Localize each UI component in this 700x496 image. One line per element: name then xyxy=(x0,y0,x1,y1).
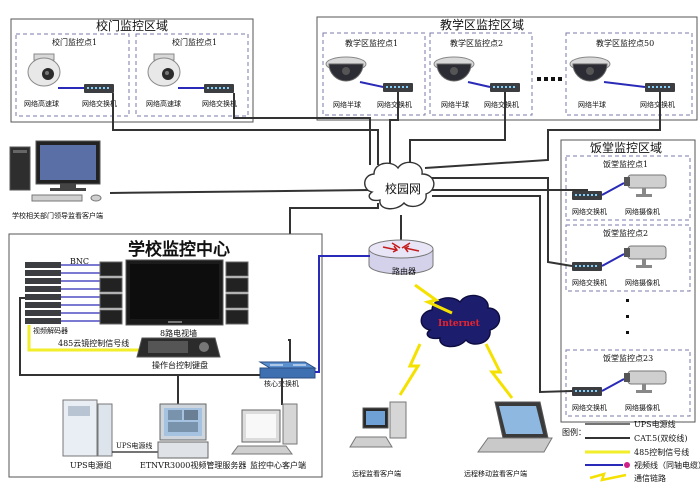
decoder-label: 视频解码器 xyxy=(33,326,68,335)
core-switch xyxy=(258,361,317,379)
mobile-client: 远程移动监看客户端 xyxy=(464,401,553,478)
teaching-region-title: 教学区监控区域 xyxy=(440,17,524,32)
legend-title: 图例： xyxy=(562,427,586,437)
cat5-decoder-link xyxy=(19,297,260,376)
legend-comm-label: 通信链路 xyxy=(634,473,666,483)
teaching-point-1-camera-label: 网络半球 xyxy=(333,100,361,109)
teaching-point-50-title: 教学区监控点50 xyxy=(596,38,654,48)
network-switch-icon xyxy=(84,84,114,93)
teaching-point-1-title: 教学区监控点1 xyxy=(345,38,398,48)
video-decoder-stack xyxy=(25,262,61,324)
campus-network-cloud: 校园网 xyxy=(364,161,435,210)
legend-video-label: 视频线（同轴电缆） xyxy=(634,460,700,470)
network-switch-icon xyxy=(572,191,602,200)
video-server xyxy=(157,403,209,459)
legend-ups-label: UPS电源线 xyxy=(634,419,676,429)
monitor-center-region: 学校监控中心 视频解码器 BNC xyxy=(8,233,370,478)
canteen-point-2-switch-label: 网络交换机 xyxy=(572,278,607,287)
legend-cat5-label: CAT.5(双绞线) xyxy=(634,433,688,443)
network-switch-icon xyxy=(572,262,602,271)
gate-point-1-camera-label: 网络高速球 xyxy=(24,99,59,108)
bnc-video-lines xyxy=(61,264,100,322)
gate-point-2-camera-label: 网络高速球 xyxy=(146,99,181,108)
cat5-links xyxy=(109,92,661,394)
canteen-point-23-title: 饭堂监控点23 xyxy=(603,353,653,363)
router-label: 路由器 xyxy=(392,266,416,276)
legend-comm-swatch xyxy=(589,472,627,482)
legend-video-connector-icon xyxy=(624,462,630,468)
teaching-region: 教学区监控区域 教学区监控点1 教学区监控点2 教学区监控点50 网络半球 网络… xyxy=(316,16,698,121)
legend: 图例： UPS电源线 CAT.5(双绞线) 485控制信号线 视频线（同轴电缆）… xyxy=(562,419,700,483)
control-keyboard xyxy=(136,337,221,358)
network-switch-icon xyxy=(572,387,602,396)
gate-region-title: 校门监控区域 xyxy=(96,18,168,33)
teaching-point-50-camera-label: 网络半球 xyxy=(578,100,606,109)
router: 路由器 xyxy=(368,239,434,276)
canteen-region-title: 饭堂监控区域 xyxy=(590,141,662,155)
vertical-ellipsis-dots xyxy=(626,299,629,334)
gate-point-2-switch-label: 网络交换机 xyxy=(202,99,237,108)
ups-label: UPS电源组 xyxy=(70,460,112,470)
router-uplink xyxy=(315,255,370,373)
ups-line-label: UPS电源线 xyxy=(116,441,152,450)
comm-links xyxy=(398,283,514,399)
cat5-core-uplink xyxy=(288,339,291,362)
ups-cabinet xyxy=(62,399,113,457)
server-label: ETNVR3000视频管理服务器 xyxy=(140,460,246,470)
network-switch-icon xyxy=(383,83,413,92)
gate-point-1-switch-label: 网络交换机 xyxy=(82,99,117,108)
network-switch-icon xyxy=(490,83,520,92)
bnc-label: BNC xyxy=(70,257,89,266)
ptz-line-label: 485云镜控制信号线 xyxy=(58,338,129,348)
legend-485-label: 485控制信号线 xyxy=(634,447,689,457)
leader-client: 学校相关部门领导监看客户端 xyxy=(9,140,103,220)
canteen-point-1-title: 饭堂监控点1 xyxy=(603,159,648,169)
keyboard-label: 操作台控制键盘 xyxy=(152,360,208,370)
monitor-center-title: 学校监控中心 xyxy=(128,239,230,260)
remote-client: 远程监看客户端 xyxy=(349,401,407,478)
gate-point-1-title: 校门监控点1 xyxy=(52,37,97,47)
canteen-point-23-camera-label: 网络摄像机 xyxy=(625,403,660,412)
teaching-point-50-switch-label: 网络交换机 xyxy=(640,100,675,109)
network-switch-icon xyxy=(204,84,234,93)
leader-client-label: 学校相关部门领导监看客户端 xyxy=(12,211,103,220)
campus-network-label: 校园网 xyxy=(385,181,421,196)
gate-region: 校门监控区域 校门监控点1 校门监控点1 网络高速球 网络交换机 网络高速球 网… xyxy=(10,18,254,123)
center-client xyxy=(231,403,298,455)
canteen-point-1-switch-label: 网络交换机 xyxy=(572,207,607,216)
router-arrows-icon xyxy=(382,242,420,253)
gate-point-2-title: 校门监控点1 xyxy=(172,37,217,47)
canteen-point-23-switch-label: 网络交换机 xyxy=(572,403,607,412)
tv-wall xyxy=(99,259,249,326)
remote-client-label: 远程监看客户端 xyxy=(352,469,401,478)
teaching-point-1-switch-label: 网络交换机 xyxy=(377,100,412,109)
ellipsis-dots xyxy=(537,77,562,81)
teaching-point-2-camera-label: 网络半球 xyxy=(441,100,469,109)
ptz-control-line xyxy=(27,325,140,352)
internet-label: Internet xyxy=(438,319,481,329)
teaching-point-2-switch-label: 网络交换机 xyxy=(484,100,519,109)
tv-wall-label: 8路电视墙 xyxy=(160,328,197,338)
network-switch-icon xyxy=(645,83,675,92)
mobile-client-label: 远程移动监看客户端 xyxy=(464,469,527,478)
canteen-point-2-title: 饭堂监控点2 xyxy=(603,228,648,238)
canteen-point-1-camera-label: 网络摄像机 xyxy=(625,207,660,216)
canteen-point-2-camera-label: 网络摄像机 xyxy=(625,278,660,287)
center-client-label: 监控中心客户端 xyxy=(250,460,306,470)
canteen-region: 饭堂监控区域 饭堂监控点1 饭堂监控点2 饭堂监控点23 网络交换机 网络摄像机… xyxy=(560,139,696,423)
teaching-point-2-title: 教学区监控点2 xyxy=(450,38,503,48)
